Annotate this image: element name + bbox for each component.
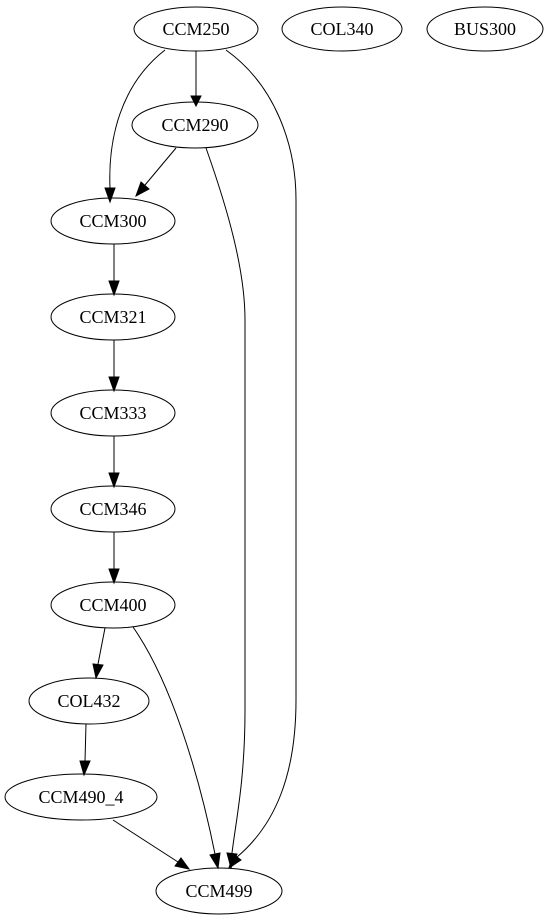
node-ccm321[interactable]: CCM321	[50, 293, 176, 341]
edge-ccm250-ccm300	[104, 49, 166, 204]
edge-ccm490-4-ccm499	[112, 819, 191, 870]
node-ccm250[interactable]: CCM250	[133, 6, 259, 52]
edge-ccm300-ccm321	[108, 244, 120, 297]
node-label: BUS300	[454, 19, 516, 39]
node-col432[interactable]: COL432	[28, 677, 150, 725]
node-label: CCM250	[162, 19, 229, 39]
edge-ccm321-ccm333	[108, 340, 120, 393]
edge-col432-ccm490-4	[79, 723, 91, 777]
edge-ccm400-col432	[92, 627, 106, 680]
edge-ccm333-ccm346	[108, 436, 120, 489]
node-label: CCM321	[79, 307, 146, 327]
edge-ccm250-ccm290	[190, 51, 202, 108]
node-label: CCM490_4	[38, 787, 123, 807]
edge-ccm250-ccm499	[225, 49, 297, 870]
node-ccm300[interactable]: CCM300	[50, 197, 176, 245]
edge-ccm400-ccm499	[132, 626, 221, 870]
edge-ccm290-ccm499	[205, 147, 246, 870]
node-label: CCM300	[79, 211, 146, 231]
node-ccm490-4[interactable]: CCM490_4	[4, 773, 158, 821]
node-ccm333[interactable]: CCM333	[50, 389, 176, 437]
node-ccm346[interactable]: CCM346	[50, 485, 176, 533]
edge-ccm290-ccm300	[135, 147, 177, 198]
node-ccm499[interactable]: CCM499	[155, 867, 283, 915]
node-label: CCM499	[185, 881, 252, 901]
node-label: COL340	[311, 19, 374, 39]
node-bus300[interactable]: BUS300	[426, 6, 544, 52]
edges-layer	[79, 49, 297, 870]
nodes-layer: CCM250 COL340 BUS300 CCM290 CCM300 CCM32…	[4, 6, 544, 915]
node-label: CCM333	[79, 403, 146, 423]
node-label: CCM290	[161, 115, 228, 135]
node-label: CCM346	[79, 499, 146, 519]
node-ccm290[interactable]: CCM290	[131, 101, 259, 149]
node-label: CCM400	[79, 595, 146, 615]
node-col340[interactable]: COL340	[281, 6, 403, 52]
node-label: COL432	[58, 691, 121, 711]
edge-ccm346-ccm400	[108, 532, 120, 585]
node-ccm400[interactable]: CCM400	[50, 581, 176, 629]
